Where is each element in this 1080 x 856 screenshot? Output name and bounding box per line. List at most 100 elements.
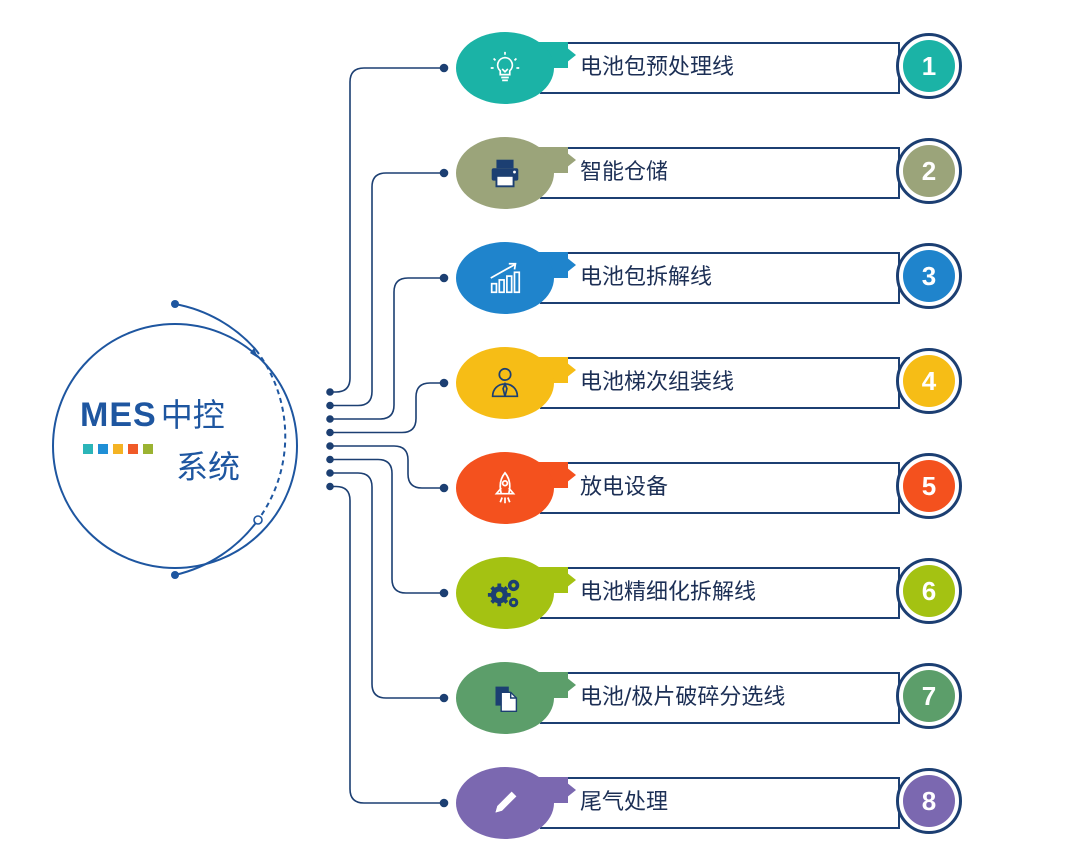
process-item-8[interactable]: 尾气处理 8 (452, 763, 962, 843)
process-icon-circle (456, 452, 554, 524)
hub-square-5 (143, 444, 153, 454)
process-bar (540, 777, 900, 829)
connector-line-6 (330, 458, 444, 594)
process-number: 2 (903, 145, 955, 197)
hub-square-4 (128, 444, 138, 454)
connector-end-dot-3 (439, 273, 449, 283)
process-icon-circle (456, 137, 554, 209)
process-label: 尾气处理 (580, 790, 669, 815)
hub-arc-dot-ring (253, 515, 263, 525)
process-number: 8 (903, 775, 955, 827)
connector-start-dot-8 (326, 482, 334, 491)
process-bar (540, 357, 900, 409)
hub-line2-text: 系统 (176, 448, 241, 486)
documents-icon (486, 679, 524, 717)
process-label: 电池梯次组装线 (580, 370, 735, 395)
connector-end-dot-2 (439, 168, 449, 178)
process-number: 7 (903, 670, 955, 722)
process-item-5[interactable]: 放电设备 5 (452, 448, 962, 528)
process-item-7[interactable]: 电池/极片破碎分选线 7 (452, 658, 962, 738)
process-number: 4 (903, 355, 955, 407)
process-bar (540, 42, 900, 94)
process-label: 放电设备 (580, 475, 669, 500)
process-icon-circle (456, 557, 554, 629)
hub-line1-text: 中控 (160, 396, 225, 434)
process-bar (540, 147, 900, 199)
process-item-6[interactable]: 电池精细化拆解线 6 (452, 553, 962, 633)
hub-square-3 (113, 444, 123, 454)
pencil-icon (486, 784, 524, 822)
connector-end-dot-8 (439, 798, 449, 808)
connector-line-4 (330, 382, 444, 434)
connector-end-dot-5 (439, 483, 449, 493)
process-bar (540, 462, 900, 514)
process-number-ring: 1 (896, 33, 962, 99)
hub-square-2 (98, 444, 108, 454)
lightbulb-icon (486, 49, 524, 87)
hub-arc-arrow (250, 348, 258, 358)
printer-icon (486, 154, 524, 192)
connector-line-8 (330, 485, 444, 804)
connector-end-dot-6 (439, 588, 449, 598)
process-item-1[interactable]: 电池包预处理线 1 (452, 28, 962, 108)
mes-hub: MES 中控 系统 (52, 332, 298, 562)
process-number-ring: 6 (896, 558, 962, 624)
hub-square-1 (83, 444, 93, 454)
connector-line-1 (330, 67, 444, 393)
connector-start-dot-5 (326, 442, 334, 450)
hub-color-squares (83, 444, 153, 454)
process-number: 1 (903, 40, 955, 92)
process-icon-circle (456, 662, 554, 734)
process-label: 电池精细化拆解线 (580, 580, 757, 605)
process-label: 电池/极片破碎分选线 (580, 685, 786, 710)
hub-ring (52, 323, 298, 569)
process-number: 6 (903, 565, 955, 617)
gears-icon (486, 574, 524, 612)
process-item-4[interactable]: 电池梯次组装线 4 (452, 343, 962, 423)
connector-start-dot-6 (326, 455, 334, 464)
connector-end-dot-7 (439, 693, 449, 703)
process-icon-circle (456, 32, 554, 104)
process-bar (540, 567, 900, 619)
person-icon (486, 364, 524, 402)
process-number-ring: 5 (896, 453, 962, 519)
process-icon-circle (456, 347, 554, 419)
process-number-ring: 2 (896, 138, 962, 204)
connector-line-3 (330, 277, 444, 420)
process-bar (540, 252, 900, 304)
connector-start-dot-3 (326, 415, 334, 423)
process-label: 智能仓储 (580, 160, 669, 185)
hub-mes-text: MES (80, 396, 157, 434)
process-number-ring: 4 (896, 348, 962, 414)
hub-arc-dashed (255, 349, 287, 521)
process-number: 3 (903, 250, 955, 302)
process-icon-circle (456, 242, 554, 314)
process-item-2[interactable]: 智能仓储 2 (452, 133, 962, 213)
hub-title: MES 中控 (80, 390, 225, 436)
connector-line-2 (330, 172, 444, 407)
connector-line-7 (330, 472, 444, 699)
hub-arc-outer (174, 303, 257, 351)
process-bar (540, 672, 900, 724)
process-label: 电池包预处理线 (580, 55, 735, 80)
process-number-ring: 7 (896, 663, 962, 729)
connector-start-dot-2 (326, 401, 334, 410)
connector-start-dot-7 (326, 469, 334, 477)
process-item-3[interactable]: 电池包拆解线 3 (452, 238, 962, 318)
connector-end-dot-4 (439, 378, 449, 388)
rocket-icon (486, 469, 524, 507)
hub-arc-lower (174, 519, 259, 576)
connector-start-dot-1 (326, 388, 334, 396)
connector-start-dot-4 (326, 428, 334, 437)
process-number-ring: 8 (896, 768, 962, 834)
growth-chart-icon (486, 259, 524, 297)
process-label: 电池包拆解线 (580, 265, 713, 290)
process-icon-circle (456, 767, 554, 839)
hub-arc-dot-top (171, 300, 179, 308)
connector-line-5 (330, 445, 444, 489)
process-number-ring: 3 (896, 243, 962, 309)
hub-arc-dot-bottom (171, 571, 179, 579)
connector-end-dot-1 (439, 63, 449, 73)
process-number: 5 (903, 460, 955, 512)
